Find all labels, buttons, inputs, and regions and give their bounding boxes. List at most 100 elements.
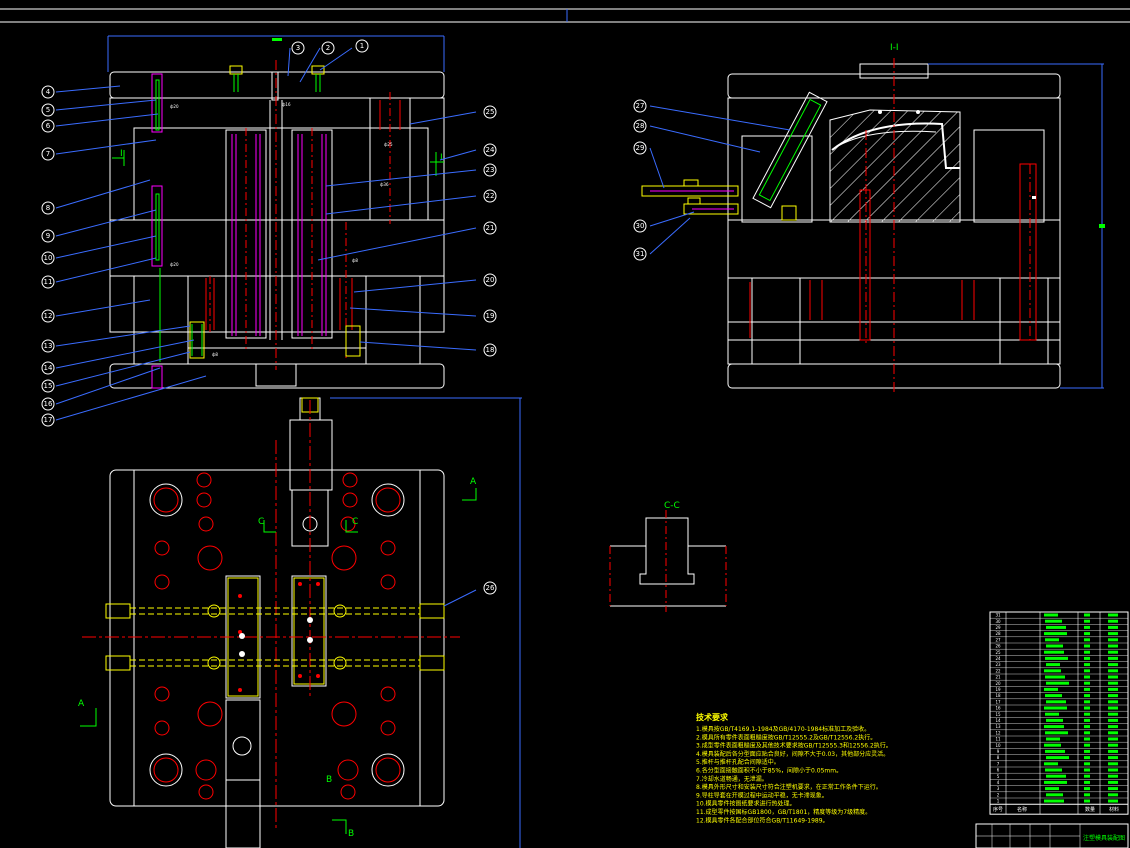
bom-material-cell [1108, 756, 1118, 760]
bom-name-cell [1045, 731, 1068, 735]
bom-material-cell [1108, 650, 1118, 654]
balloon-label: 12 [44, 312, 53, 320]
bom-qty-cell [1084, 656, 1090, 660]
bom-name-cell [1044, 743, 1061, 747]
bom-row-number: 6 [997, 768, 1000, 773]
leader-lines-right [649, 105, 791, 255]
bom-qty-cell [1084, 780, 1090, 784]
balloon-8: 8 [41, 201, 55, 215]
bom-header-cell: 材料 [1109, 806, 1119, 813]
bom-name-cell [1046, 737, 1060, 741]
svg-text:ф20: ф20 [170, 104, 179, 109]
bom-qty-cell [1084, 687, 1090, 691]
tech-note-line: 3.成型零件表面粗糙度及其他技术要求按GB/T12555.3和12556.2执行… [696, 742, 892, 750]
balloon-label: 9 [46, 232, 50, 240]
balloon-12: 12 [41, 309, 55, 323]
bom-row-number: 19 [995, 687, 1001, 692]
bom-material-cell [1108, 749, 1118, 753]
balloon-11: 11 [41, 275, 55, 289]
bom-row-number: 10 [995, 743, 1001, 748]
bom-material-cell [1108, 681, 1118, 685]
bom-qty-cell [1084, 650, 1090, 654]
balloon-20: 20 [483, 273, 497, 287]
bom-qty-cell [1084, 613, 1090, 617]
bom-name-cell [1044, 650, 1064, 654]
balloon-label: 22 [486, 192, 495, 200]
balloon-24: 24 [483, 143, 497, 157]
bom-material-cell [1108, 700, 1118, 704]
part-balloons: 1234567891011121314151617181920212223242… [41, 39, 647, 595]
tech-note-line: 4.模具装配后各分型面应贴合良好，间隙不大于0.03，其他部分应灵活。 [696, 750, 889, 758]
balloon-18: 18 [483, 343, 497, 357]
bill-of-materials: 3130292827262524232221201918171615141312… [975, 611, 1129, 848]
bom-name-cell [1045, 787, 1059, 791]
bom-row-number: 27 [995, 637, 1001, 642]
balloon-label: 13 [44, 342, 53, 350]
bom-qty-cell [1084, 619, 1090, 623]
bom-row-number: 18 [995, 693, 1001, 698]
bom-material-cell [1108, 743, 1118, 747]
balloon-label: 11 [44, 278, 53, 286]
balloon-15: 15 [41, 379, 55, 393]
bom-row-number: 12 [995, 730, 1001, 735]
balloon-7: 7 [41, 147, 55, 161]
balloon-label: 21 [486, 224, 495, 232]
balloon-label: 6 [46, 122, 51, 130]
svg-text:ф25: ф25 [384, 142, 393, 147]
section-mark-b-bottom: B [348, 829, 354, 839]
balloon-label: 19 [486, 312, 495, 320]
bom-qty-cell [1084, 694, 1090, 698]
bom-material-cell [1108, 687, 1118, 691]
bom-qty-cell [1084, 774, 1090, 778]
tech-note-line: 10.模具零件按图纸要求进行热处理。 [696, 800, 796, 808]
bom-name-cell [1046, 793, 1063, 797]
balloon-label: 15 [44, 382, 53, 390]
balloon-label: 2 [326, 44, 330, 52]
balloon-label: 4 [46, 88, 51, 96]
tech-note-line: 5.推杆与推杆孔配合间隙适中。 [696, 758, 780, 766]
bom-material-cell [1108, 731, 1118, 735]
tech-note-line: 6.各分型面接触面积不小于85%，间隙小于0.05mm。 [696, 767, 842, 775]
bom-row-number: 28 [995, 631, 1001, 636]
bom-name-cell [1045, 619, 1062, 623]
bom-name-cell [1045, 675, 1065, 679]
bom-material-cell [1108, 613, 1118, 617]
balloon-6: 6 [41, 119, 55, 133]
bom-material-cell [1108, 663, 1118, 667]
bom-material-cell [1108, 774, 1118, 778]
balloon-3: 3 [291, 41, 305, 55]
bom-row-number: 3 [997, 786, 1000, 791]
section-title-i-i: I-I [890, 43, 899, 53]
bom-material-cell [1108, 718, 1118, 722]
section-mark-c-left: C [258, 517, 264, 527]
svg-text:ф36: ф36 [380, 182, 389, 187]
balloon-label: 29 [636, 144, 645, 152]
bom-material-cell [1108, 656, 1118, 660]
bom-name-cell [1046, 756, 1069, 760]
bom-header-cell: 序号 [993, 806, 1003, 813]
bom-row-number: 7 [997, 761, 1000, 766]
section-mark-a-bottom: A [78, 699, 85, 709]
svg-text:ф8: ф8 [212, 352, 218, 357]
bom-material-cell [1108, 625, 1118, 629]
tech-note-line: 2.模具所有零件表面粗糙度按GB/T12555.2及GB/T12556.2执行。 [696, 733, 876, 741]
bom-name-cell [1044, 669, 1061, 673]
bom-material-cell [1108, 694, 1118, 698]
bom-material-cell [1108, 638, 1118, 642]
tech-note-line: 1.模具按GB/T4169.1-1984及GB/4170-1984标准加工及验收… [696, 725, 870, 733]
balloon-label: 7 [46, 150, 50, 158]
section-mark-i-left: I [120, 149, 123, 159]
section-mark-c-right: C [352, 517, 358, 527]
balloon-label: 16 [44, 400, 53, 408]
bom-row-number: 24 [995, 656, 1001, 661]
balloon-4: 4 [41, 85, 55, 99]
bom-name-cell [1046, 774, 1066, 778]
bom-qty-cell [1084, 663, 1090, 667]
bom-header-cell: 名称 [1017, 806, 1027, 813]
bom-row-number: 23 [995, 662, 1001, 667]
bom-qty-cell [1084, 762, 1090, 766]
drawing-frame [0, 8, 1130, 23]
balloon-17: 17 [41, 413, 55, 427]
svg-text:ф8: ф8 [352, 258, 358, 263]
svg-text:ф16: ф16 [282, 102, 291, 107]
